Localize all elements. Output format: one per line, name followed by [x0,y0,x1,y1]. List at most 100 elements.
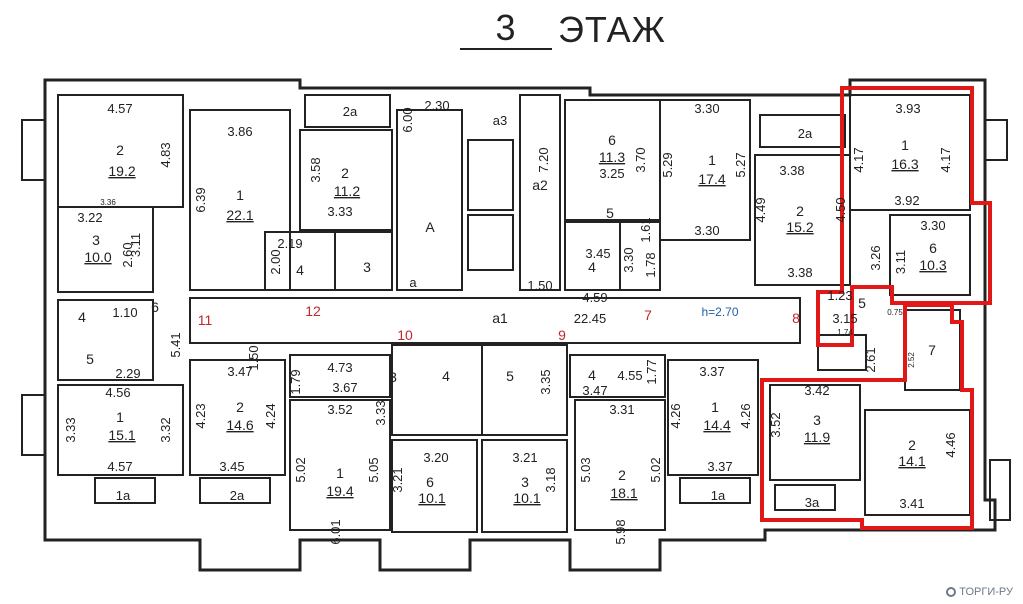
svg-text:1.50: 1.50 [246,345,261,370]
svg-text:1: 1 [116,409,124,425]
balcony-label: 3a [805,495,820,510]
svg-text:4.57: 4.57 [107,459,132,474]
svg-text:4.50: 4.50 [833,197,848,222]
svg-text:3.21: 3.21 [512,450,537,465]
shaft-label: a2 [532,177,548,193]
outer-wall [43,78,997,572]
watermark-text: ТОРГИ-РУ [959,586,1013,598]
balcony [21,394,46,456]
svg-text:3.58: 3.58 [308,157,323,182]
room-r2: 122.13.866.39 [193,124,254,223]
svg-text:15.2: 15.2 [786,219,813,235]
room-r9: 51.61 [606,205,653,243]
svg-text:4.17: 4.17 [938,147,953,172]
svg-text:2: 2 [341,165,349,181]
svg-text:1.61: 1.61 [638,217,653,242]
balcony-label: 2a [798,126,813,141]
svg-text:10.0: 10.0 [84,249,111,265]
svg-text:7: 7 [928,342,936,358]
balcony-label: 2a [343,104,358,119]
balcony-label: 2a [230,488,245,503]
svg-text:2: 2 [618,467,626,483]
svg-text:1.77: 1.77 [644,359,659,384]
svg-text:3.30: 3.30 [694,101,719,116]
svg-text:4: 4 [588,367,596,383]
svg-text:3.26: 3.26 [868,245,883,270]
svg-text:3.30: 3.30 [694,223,719,238]
svg-text:6: 6 [151,299,159,315]
svg-text:2: 2 [908,437,916,453]
svg-text:5.05: 5.05 [366,457,381,482]
svg-text:3.30: 3.30 [920,218,945,233]
svg-text:3.86: 3.86 [227,124,252,139]
svg-text:5: 5 [86,351,94,367]
svg-text:4.17: 4.17 [851,147,866,172]
svg-text:3.15: 3.15 [832,311,857,326]
svg-text:1.79: 1.79 [288,369,303,394]
balcony-label: 1a [711,488,726,503]
room-r5: 42.192.00 [268,236,304,278]
svg-text:4.73: 4.73 [327,360,352,375]
svg-text:5: 5 [606,205,614,221]
svg-text:3.11: 3.11 [893,250,908,274]
highlight-lower [760,303,974,530]
svg-text:7.20: 7.20 [536,147,551,172]
svg-text:1: 1 [708,152,716,168]
svg-text:3.33: 3.33 [373,400,388,425]
svg-text:2.61: 2.61 [863,347,878,372]
balcony [984,119,1008,161]
svg-text:1.74: 1.74 [837,328,853,337]
ceiling-height: h=2.70 [701,305,738,319]
svg-text:3.33: 3.33 [63,417,78,442]
svg-text:5.27: 5.27 [733,152,748,177]
svg-text:1: 1 [236,187,244,203]
svg-text:1.50: 1.50 [527,278,552,293]
svg-text:3.35: 3.35 [538,369,553,394]
svg-text:4.83: 4.83 [158,142,173,167]
balcony-label: 1a [116,488,131,503]
corridor-label: a [409,275,417,290]
walls [21,78,1011,572]
svg-text:2.19: 2.19 [277,236,302,251]
svg-text:3.45: 3.45 [585,246,610,261]
svg-text:5.98: 5.98 [613,519,628,544]
svg-text:5.41: 5.41 [168,332,183,357]
svg-text:3: 3 [363,259,371,275]
svg-text:4.23: 4.23 [193,403,208,428]
svg-text:11.3: 11.3 [599,149,625,165]
svg-text:11.2: 11.2 [334,183,360,199]
svg-text:3.47: 3.47 [227,364,252,379]
axis-label: 7 [644,307,652,323]
svg-text:3.25: 3.25 [599,166,624,181]
floor-title: 3 ЭТАЖ [460,8,666,50]
svg-text:6.00: 6.00 [400,107,415,132]
svg-text:4.26: 4.26 [738,403,753,428]
svg-text:0.75: 0.75 [887,308,903,317]
svg-text:3.37: 3.37 [699,364,724,379]
room-r4: 310.03.223.112.60 [77,210,143,268]
svg-text:3.36: 3.36 [100,198,116,207]
svg-text:3.41: 3.41 [899,496,924,511]
room-r3: 211.23.583.33 [308,157,360,219]
axis-label: 8 [792,310,800,326]
svg-text:3.70: 3.70 [633,147,648,172]
svg-text:5.29: 5.29 [660,152,675,177]
room-labels: 219.24.574.833.36 122.13.866.39 211.23.5… [63,101,958,545]
floor-label: ЭТАЖ [558,9,666,50]
svg-text:3.18: 3.18 [543,467,558,492]
svg-text:3.38: 3.38 [779,163,804,178]
svg-text:10.1: 10.1 [418,490,445,506]
room-r6: 3 [363,259,371,275]
svg-text:16.3: 16.3 [891,156,918,172]
svg-text:2.52: 2.52 [907,352,916,368]
svg-text:4: 4 [442,368,450,384]
axis-labels: 11 12 10 9 7 8 [198,303,800,343]
room-r14: 53.152.61 [832,295,878,373]
axis-label: 11 [198,312,213,328]
